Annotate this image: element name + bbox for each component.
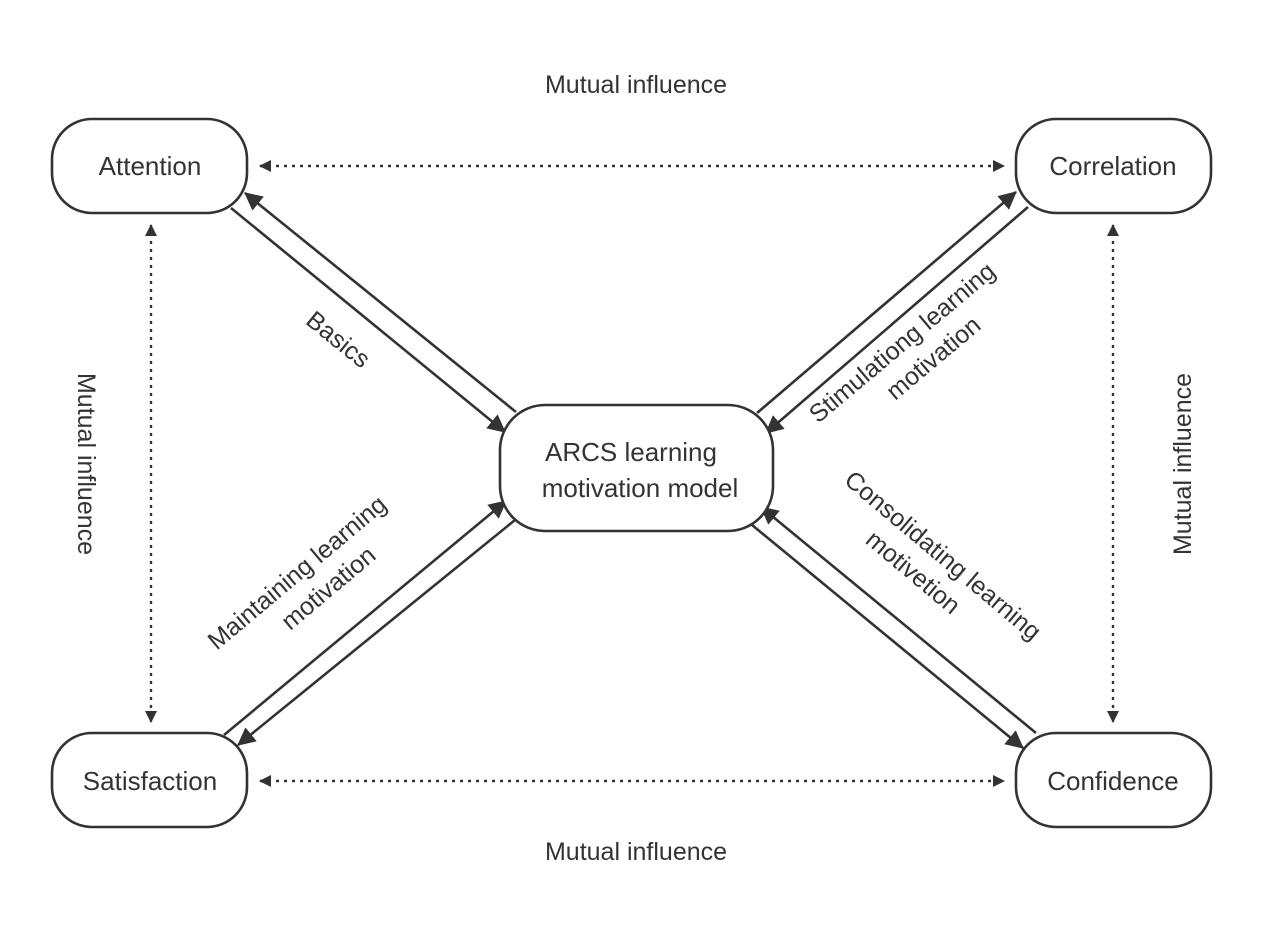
arrow-confidence-to-center (760, 505, 1037, 735)
node-confidence-label: Confidence (1047, 766, 1179, 796)
node-correlation-label: Correlation (1049, 151, 1176, 181)
node-attention: Attention (50, 117, 249, 215)
node-confidence: Confidence (1014, 731, 1213, 829)
center-label-line2: motivation model (542, 473, 739, 503)
label-mutual-influence-top: Mutual influence (545, 71, 727, 99)
node-satisfaction-label: Satisfaction (83, 766, 217, 796)
arrow-center-to-satisfaction (237, 518, 516, 747)
node-correlation: Correlation (1014, 117, 1213, 215)
label-consolidating: Consolidating learning motivetion (839, 466, 1047, 646)
node-satisfaction: Satisfaction (50, 731, 249, 829)
label-mutual-influence-right: Mutual influence (1169, 373, 1197, 555)
label-consolidating-line1: Consolidating learning (839, 466, 1047, 646)
arrow-correlation-to-center (765, 206, 1029, 434)
label-maintaining: Maintaining learning motivation (203, 490, 392, 655)
node-attention-label: Attention (99, 151, 202, 181)
arrow-satisfaction-to-center (223, 499, 507, 737)
arrow-center-to-confidence (751, 523, 1024, 750)
arrow-center-to-correlation (756, 191, 1017, 414)
arrow-attention-to-center (230, 206, 506, 434)
center-label-line1: ARCS learning (545, 437, 717, 467)
arrow-center-to-attention (244, 191, 517, 414)
node-arcs-model: ARCS learning motivation model (498, 403, 775, 533)
label-stimulating: Stimulationg learning motivation (804, 257, 1001, 429)
label-mutual-influence-left: Mutual influence (72, 373, 100, 555)
label-mutual-influence-bottom: Mutual influence (545, 838, 727, 866)
